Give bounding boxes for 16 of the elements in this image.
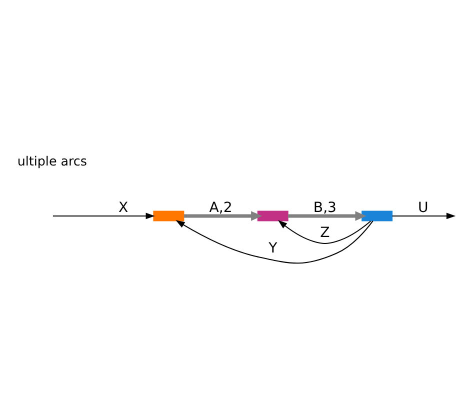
arrow — [392, 212, 456, 220]
edge-label: U — [418, 200, 428, 216]
arrow — [184, 211, 262, 221]
arrow — [52, 212, 155, 220]
arrow — [176, 220, 374, 264]
node-bar — [257, 210, 288, 222]
edge-label: A,2 — [209, 200, 232, 216]
edge-label: X — [118, 200, 128, 216]
arrow — [278, 220, 372, 244]
arrow — [288, 211, 366, 221]
node-bar — [153, 210, 184, 222]
node-bar — [362, 210, 393, 222]
edge-label: B,3 — [313, 200, 336, 216]
edge-label: Z — [320, 225, 330, 242]
label: ultiple arcs — [17, 154, 87, 169]
edge-label: Y — [268, 240, 278, 257]
